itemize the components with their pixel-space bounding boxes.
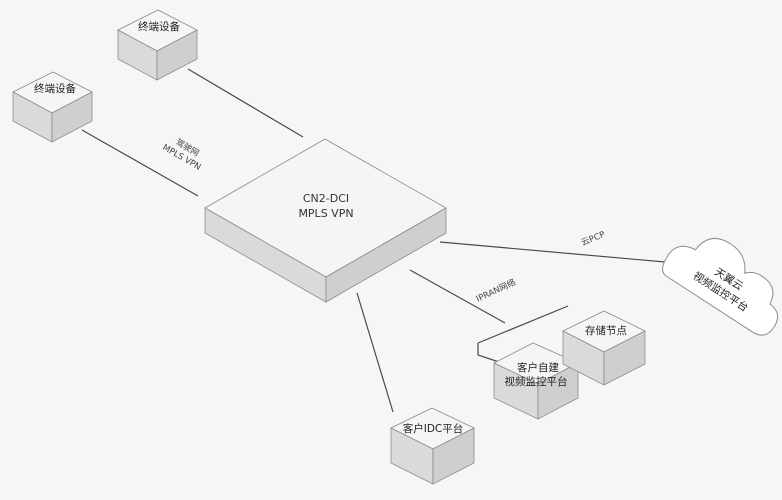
cloud-link-label: 云PCP (580, 230, 607, 249)
self-built-platform-node: 客户自建 视频监控平台 (493, 342, 579, 420)
ipran-link-label: IPRAN网络 (474, 277, 517, 305)
terminal-left-label: 终端设备 (34, 82, 76, 95)
core-label-line1: CN2-DCI (303, 192, 349, 205)
terminal-device-top: 终端设备 (117, 9, 198, 81)
self-built-label-line2: 视频监控平台 (505, 375, 568, 388)
link-core-cloud (439, 241, 666, 263)
core-network-node: CN2-DCI MPLS VPN (204, 138, 447, 303)
storage-label: 存储节点 (585, 324, 627, 337)
terminal-top-label: 终端设备 (138, 20, 180, 33)
cloud-platform-node: 天翼云 视频监控平台 (662, 237, 779, 336)
self-built-label-line1: 客户自建 (517, 361, 559, 374)
core-label-line2: MPLS VPN (298, 207, 353, 220)
link-terminal-left-core (81, 129, 199, 197)
link-core-ipran (409, 269, 506, 324)
ipran-link-label-text: IPRAN网络 (474, 277, 517, 305)
terminal-device-left: 终端设备 (12, 71, 93, 143)
link-ipran-junction (477, 305, 569, 344)
storage-node: 存储节点 (562, 310, 646, 386)
link-ipran-branch (477, 343, 500, 363)
idc-label: 客户IDC平台 (403, 422, 464, 435)
cloud-link-label-text: 云PCP (580, 230, 607, 249)
cloud-icon (662, 237, 779, 336)
link-core-idc (356, 292, 394, 413)
terminal-link-label: 驾驶网 MPLS VPN (161, 137, 203, 173)
idc-platform-node: 客户IDC平台 (390, 407, 475, 485)
link-terminal-top-core (187, 68, 304, 138)
